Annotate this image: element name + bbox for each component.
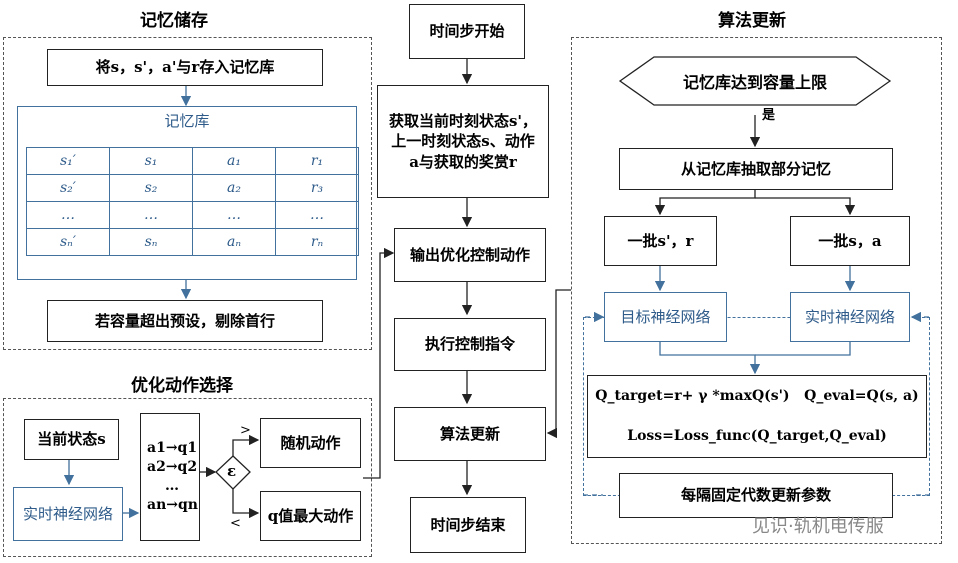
table-cell: s₁′ [26,147,110,175]
q-item: an→qn [147,496,198,513]
current-state-box: 当前状态s [24,419,119,460]
flow-output-action: 输出优化控制动作 [394,228,546,282]
table-cell: a₁ [192,147,276,175]
table-cell: s₂′ [26,174,110,202]
table-cell: … [26,201,110,229]
table-cell: … [192,201,276,229]
q-formula: Q_target=r+ γ *maxQ(s') Q_eval=Q(s, a) [595,387,919,404]
capacity-condition: 记忆库达到容量上限 [682,73,827,92]
yes-label: 是 [762,108,776,123]
memory-library-title: 记忆库 [164,112,210,130]
q-value-list: a1→q1 a2→q2 … an→qn [140,413,200,541]
table-row: s₁′ s₁ a₁ r₁ [26,147,359,175]
evict-step: 若容量超出预设，剔除首行 [47,300,323,342]
q-item: a1→q1 [147,440,198,457]
flow-get-state: 获取当前时刻状态s'，上一时刻状态s、动作a与获取的奖赏r [377,85,549,198]
update-params-box: 每隔固定代数更新参数 [619,473,893,518]
table-cell: … [109,201,193,229]
table-cell: sₙ [109,228,193,256]
table-cell: r₃ [275,174,359,202]
flow-end: 时间步结束 [410,497,526,553]
table-cell: s₁ [109,147,193,175]
sample-memory-box: 从记忆库抽取部分记忆 [619,148,893,190]
realtime-net-box: 实时神经网络 [13,487,123,541]
target-net-box: 目标神经网络 [604,292,727,342]
flow-start: 时间步开始 [409,4,525,59]
table-cell: r₁ [275,147,359,175]
table-cell: … [275,201,359,229]
table-cell: a₂ [192,174,276,202]
table-row: … … … … [26,201,359,229]
table-cell: s₂ [109,174,193,202]
table-row: sₙ′ sₙ aₙ rₙ [26,228,359,256]
epsilon-label: ε [227,462,237,480]
algo-section-title: 算法更新 [718,11,786,31]
table-cell: sₙ′ [26,228,110,256]
batch-next-state-box: 一批s'，r [604,216,717,266]
q-item: … [165,478,179,494]
greater-than-label: > [240,423,251,438]
loss-formula-box: Q_target=r+ γ *maxQ(s') Q_eval=Q(s, a) L… [587,375,927,458]
epsilon-diamond [215,455,251,490]
store-memory-step: 将s，s'，a'与r存入记忆库 [47,49,323,86]
memory-section-title: 记忆储存 [140,11,208,31]
table-cell: aₙ [192,228,276,256]
watermark: 见识·轨机电传服 [752,516,884,537]
table-row: s₂′ s₂ a₂ r₃ [26,174,359,202]
realtime-net-box-right: 实时神经网络 [790,292,910,342]
table-cell: rₙ [275,228,359,256]
memory-table: s₁′ s₁ a₁ r₁ s₂′ s₂ a₂ r₃ … … … … sₙ′ sₙ… [26,147,359,256]
algo-region [571,37,942,544]
max-q-action-box: q值最大动作 [260,491,361,541]
q-item: a2→q2 [147,459,198,476]
loss-formula: Loss=Loss_func(Q_target,Q_eval) [627,428,887,445]
flow-algo-update: 算法更新 [394,407,546,461]
flow-execute: 执行控制指令 [394,318,546,371]
decision-hexagon [618,56,892,106]
action-section-title: 优化动作选择 [131,376,233,396]
batch-state-box: 一批s，a [790,216,910,266]
random-action-box: 随机动作 [260,418,361,468]
memory-region [3,37,372,350]
less-than-label: < [230,516,241,531]
